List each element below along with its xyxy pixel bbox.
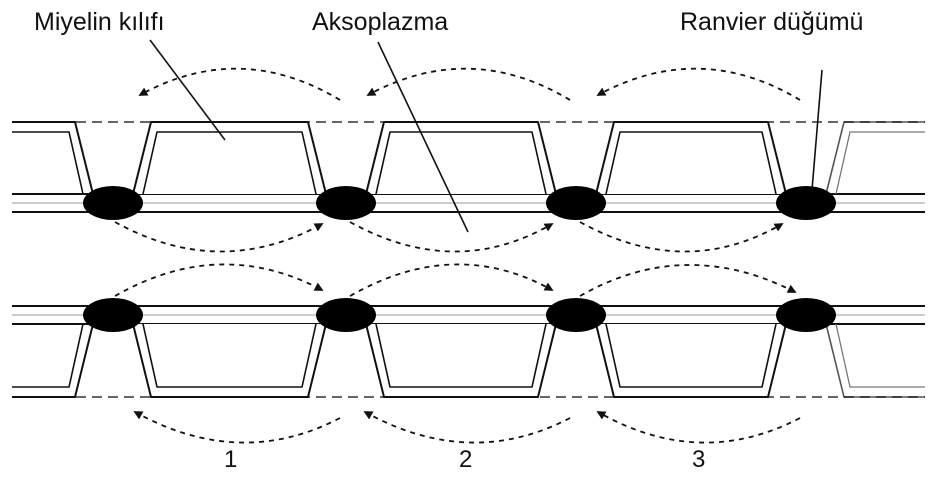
segment-number-3: 3 (692, 446, 706, 473)
myelin-sheath-end (12, 131, 84, 195)
current-arrow-inner (349, 221, 554, 253)
myelin-sheath-end (835, 131, 925, 195)
current-arrow-outer (133, 411, 341, 444)
myelin-sheath-inner (375, 131, 547, 195)
myelin-sheath-inner (605, 323, 777, 388)
myelin-sheath-end (825, 323, 925, 398)
myelin-sheath-inner (142, 323, 317, 388)
myelin-sheath-end (825, 121, 925, 195)
node-of-ranvier (546, 298, 606, 332)
myelin-pointer-line (149, 39, 226, 141)
current-arrow-inner (349, 263, 554, 297)
segment-number-1: 1 (224, 446, 238, 473)
node-of-ranvier (83, 186, 143, 220)
current-arrow-inner (114, 221, 324, 253)
current-arrows (114, 67, 801, 444)
myelin-sheath-inner (375, 323, 547, 388)
myelin-sheath-end (835, 323, 925, 388)
node-of-ranvier (776, 186, 836, 220)
current-arrow-outer (366, 67, 571, 101)
node-of-ranvier (83, 298, 143, 332)
node-of-ranvier-label: Ranvier düğümü (680, 8, 864, 36)
myelin-sheath-end (12, 323, 84, 388)
node-of-ranvier (546, 186, 606, 220)
myelin-sheath-segment (132, 323, 327, 398)
node-of-ranvier (776, 298, 836, 332)
myelin-sheath-inner (605, 131, 777, 195)
current-arrow-outer (596, 411, 801, 444)
node-of-ranvier (316, 298, 376, 332)
segment-number-2: 2 (459, 446, 473, 473)
axon-bottom (12, 298, 925, 398)
current-arrow-outer (596, 67, 801, 101)
myelin-sheath-inner (142, 131, 317, 195)
label-pointers (149, 39, 823, 233)
current-arrow-inner (114, 263, 324, 297)
current-arrow-outer (363, 411, 571, 444)
node-pointer-line (811, 69, 823, 191)
myelin-sheath-label: Miyelin kılıfı (34, 8, 165, 36)
myelin-sheath-segment (365, 323, 557, 398)
current-arrow-inner (579, 221, 784, 253)
axon-top (12, 121, 925, 220)
current-arrow-inner (579, 264, 797, 297)
current-arrow-outer (138, 67, 341, 101)
axoplasm-label: Aksoplazma (312, 8, 449, 36)
axoplasm-pointer-line (377, 41, 469, 233)
node-of-ranvier (316, 186, 376, 220)
myelin-sheath-segment (595, 323, 787, 398)
